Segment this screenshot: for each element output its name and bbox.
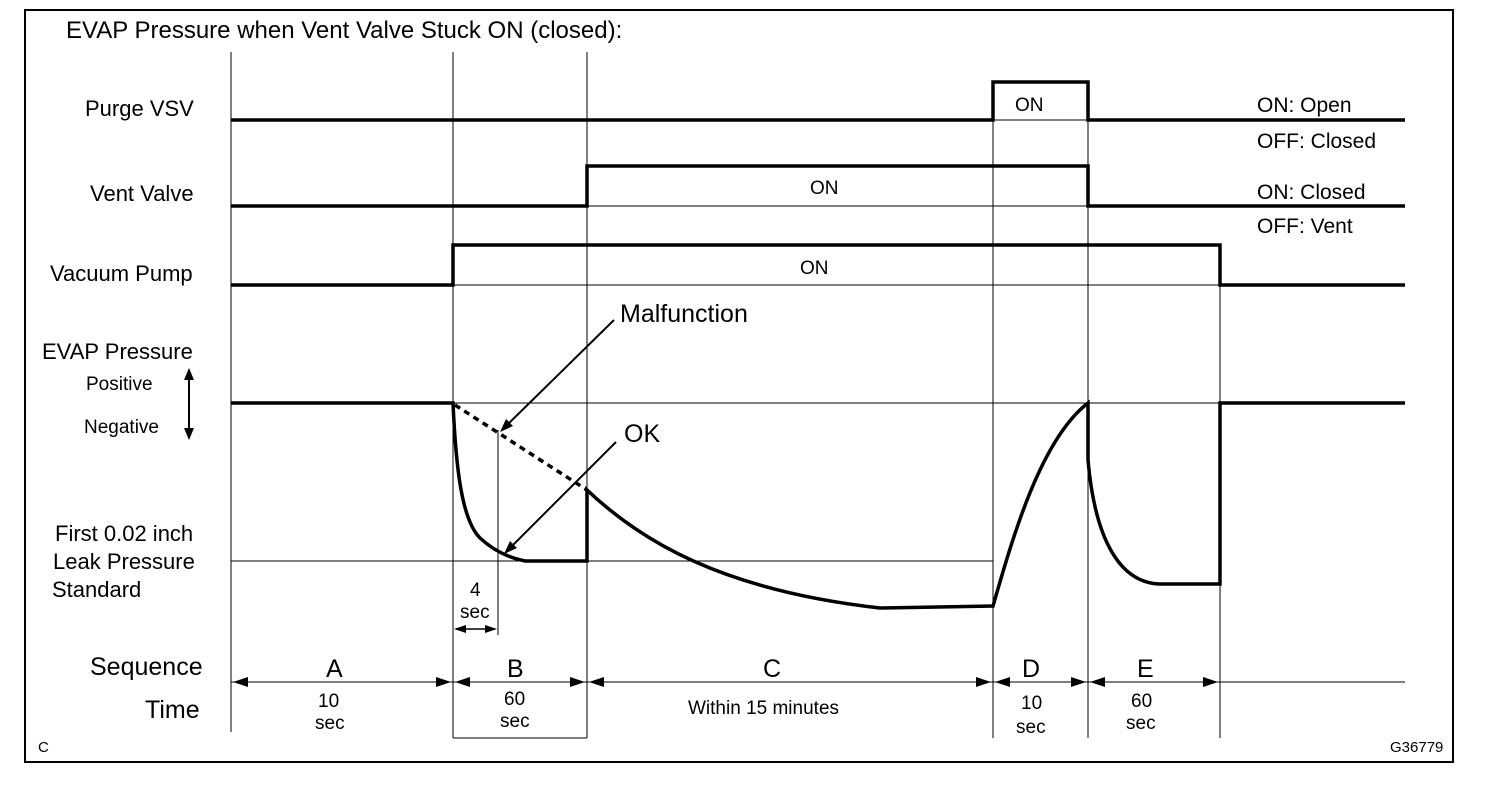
- time-a-unit: sec: [315, 713, 345, 734]
- evap-pressure-curve: [231, 399, 1405, 610]
- four-sec-unit: sec: [460, 602, 490, 623]
- vent-valve-signal: [231, 164, 1405, 208]
- sequence-dimension-arrows: [233, 677, 1218, 687]
- time-e-value: 60: [1131, 691, 1152, 712]
- diagram-title: EVAP Pressure when Vent Valve Stuck ON (…: [66, 17, 622, 44]
- leak-standard-label-3: Standard: [52, 577, 141, 602]
- pressure-direction-arrow-icon: [184, 368, 194, 440]
- time-b-value: 60: [504, 689, 525, 710]
- vacuum-pump-signal: [231, 243, 1405, 287]
- purge-vsv-signal: [231, 80, 1405, 122]
- vacuum-pump-label: Vacuum Pump: [50, 261, 193, 286]
- sequence-letter-c: C: [763, 655, 781, 683]
- diagram-frame: [24, 9, 1454, 763]
- vent-valve-label: Vent Valve: [90, 181, 194, 206]
- negative-label: Negative: [84, 417, 159, 438]
- sequence-label: Sequence: [90, 653, 203, 681]
- legend-purge-off: OFF: Closed: [1257, 130, 1376, 153]
- four-sec-dimension-arrow-icon: [454, 625, 497, 633]
- corner-letter: C: [38, 739, 49, 756]
- time-d-value: 10: [1021, 693, 1042, 714]
- time-label: Time: [145, 696, 200, 724]
- time-e-unit: sec: [1126, 713, 1156, 734]
- sequence-letter-e: E: [1137, 655, 1154, 683]
- vacuum-pump-on-label: ON: [800, 258, 829, 279]
- leak-standard-label-1: First 0.02 inch: [55, 521, 193, 546]
- sequence-letter-a: A: [326, 655, 343, 683]
- vertical-gridlines: [230, 52, 1221, 738]
- sequence-letter-b: B: [507, 655, 524, 683]
- legend-vent-on: ON: Closed: [1257, 181, 1366, 204]
- signal-baselines: [231, 119, 1405, 739]
- vent-valve-on-label: ON: [810, 178, 839, 199]
- legend-vent-off: OFF: Vent: [1257, 215, 1353, 238]
- figure-code: G36779: [1390, 739, 1443, 756]
- evap-pressure-label: EVAP Pressure: [42, 339, 193, 364]
- legend-purge-on: ON: Open: [1257, 94, 1352, 117]
- time-a-value: 10: [318, 691, 339, 712]
- positive-label: Positive: [86, 374, 153, 395]
- sequence-letter-d: D: [1022, 655, 1040, 683]
- leak-standard-label-2: Leak Pressure: [53, 549, 195, 574]
- four-sec-number: 4: [470, 580, 481, 601]
- ok-pointer-arrow-icon: [504, 441, 617, 554]
- purge-vsv-label: Purge VSV: [85, 96, 194, 121]
- malfunction-pointer-arrow-icon: [500, 319, 615, 432]
- time-d-unit: sec: [1016, 717, 1046, 738]
- purge-vsv-on-label: ON: [1015, 95, 1044, 116]
- malfunction-label: Malfunction: [620, 300, 748, 328]
- time-b-unit: sec: [500, 711, 530, 732]
- time-c-value: Within 15 minutes: [688, 698, 839, 719]
- ok-label: OK: [624, 420, 660, 448]
- malfunction-dotted-line: [454, 403, 588, 492]
